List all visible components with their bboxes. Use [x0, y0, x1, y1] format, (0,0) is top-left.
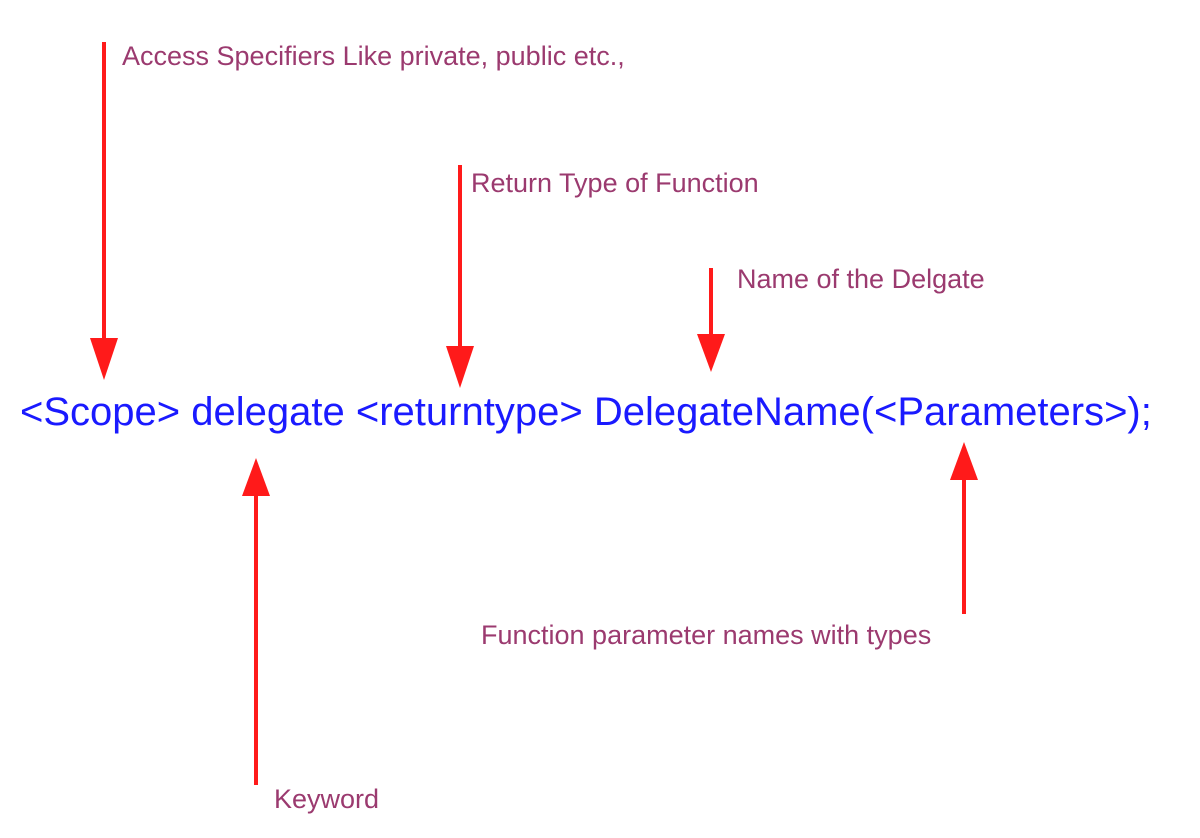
- syntax-return-type: <returntype>: [355, 390, 583, 434]
- arrow-parameters: [950, 442, 978, 614]
- arrow-access-specifiers: [90, 42, 118, 380]
- parameters-label: Function parameter names with types: [481, 620, 932, 650]
- syntax-scope: <Scope>: [20, 390, 181, 434]
- syntax-keyword: delegate: [191, 390, 345, 434]
- keyword-label: Keyword: [274, 784, 380, 814]
- arrow-delegate-name: [697, 268, 725, 372]
- arrow-return-type: [446, 165, 474, 388]
- arrow-keyword: [242, 458, 270, 785]
- return-type-label: Return Type of Function: [471, 168, 759, 198]
- delegate-syntax-line: <Scope> delegate <returntype> DelegateNa…: [20, 392, 1190, 432]
- syntax-delegate-name: DelegateName(<Parameters>);: [593, 390, 1152, 434]
- access-specifiers-label: Access Specifiers Like private, public e…: [122, 41, 625, 71]
- delegate-name-label: Name of the Delgate: [737, 264, 985, 294]
